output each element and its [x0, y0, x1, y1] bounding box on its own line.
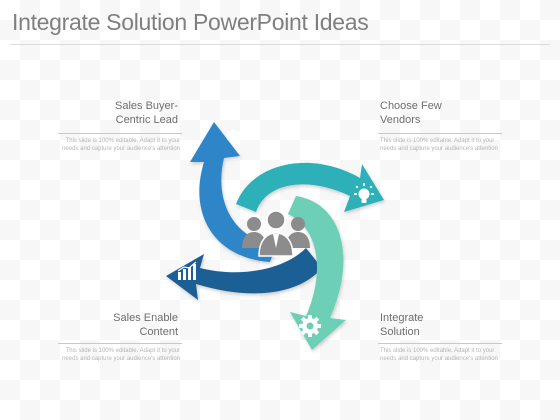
step-label-sales-enable: Sales Enable Content — [113, 312, 178, 338]
people-group-icon — [242, 210, 310, 257]
divider-choose-vendors — [378, 133, 502, 134]
body-choose-vendors: This slide is 100% editable. Adapt it to… — [380, 138, 498, 152]
step-label-sales-buyer: Sales Buyer- Centric Lead — [115, 100, 178, 126]
arrow-integrate — [288, 196, 346, 350]
title-divider — [10, 44, 550, 45]
handshake-icon — [227, 129, 250, 143]
step-label-integrate: Integrate Solution — [380, 312, 424, 338]
divider-integrate — [378, 343, 502, 344]
arrow-sales-enable — [166, 248, 322, 300]
step-label-choose-vendors: Choose Few Vendors — [380, 100, 442, 126]
arrow-choose-vendors — [236, 162, 384, 212]
lightbulb-icon — [354, 183, 374, 203]
body-sales-enable: This slide is 100% editable. Adapt it to… — [62, 348, 180, 362]
divider-sales-enable — [58, 343, 182, 344]
body-integrate: This slide is 100% editable. Adapt it to… — [380, 348, 498, 362]
arrow-sales-buyer — [190, 122, 276, 262]
body-sales-buyer: This slide is 100% editable. Adapt it to… — [62, 138, 180, 152]
divider-sales-buyer — [58, 133, 182, 134]
gear-icon — [299, 315, 321, 337]
bar-chart-icon — [177, 261, 197, 280]
page-title: Integrate Solution PowerPoint Ideas — [12, 9, 369, 35]
